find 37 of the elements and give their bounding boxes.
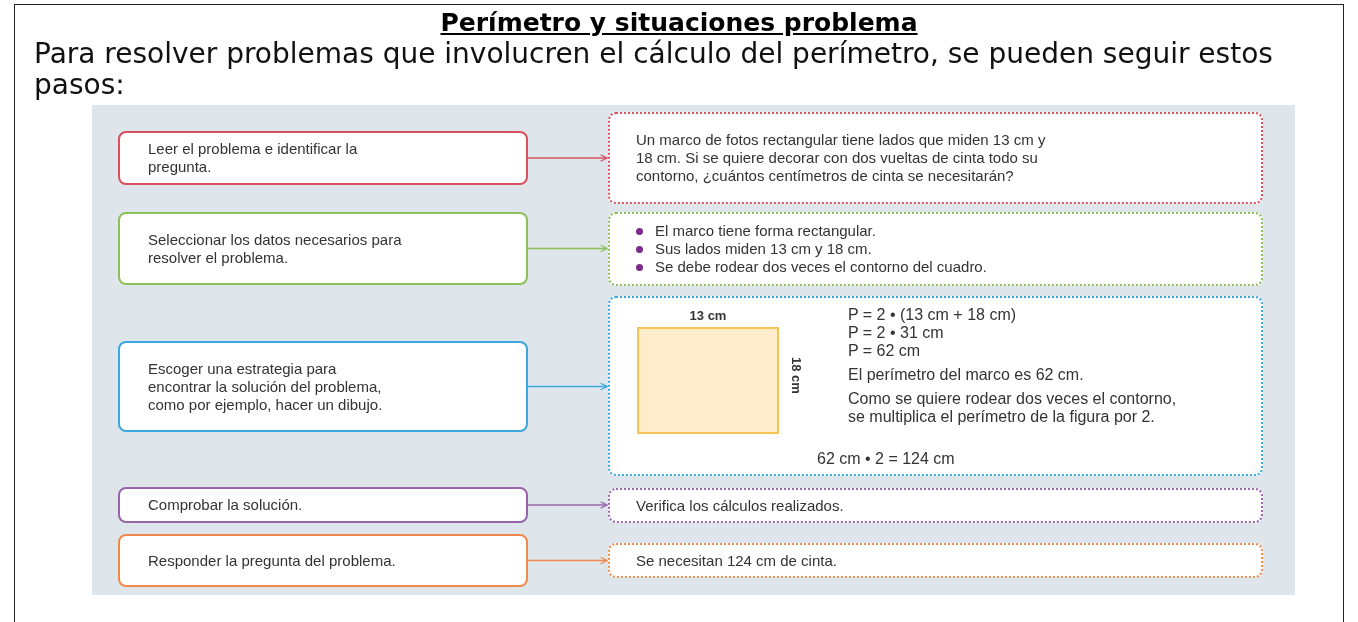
solution-text: P = 2 • (13 cm + 18 cm) <box>848 306 1018 324</box>
solution-text: P = 2 • 31 cm <box>848 324 945 342</box>
box-text: Verifica los cálculos realizados. <box>636 496 845 515</box>
box-text: Leer el problema e identificar la pregunta. <box>148 140 359 176</box>
dimension-label: 13 cm <box>688 307 728 325</box>
box-text: Comprobar la solución. <box>148 496 303 514</box>
example-box <box>608 112 1263 204</box>
arrow <box>527 501 608 509</box>
solution-text: P = 62 cm <box>848 342 922 360</box>
arrow <box>527 244 608 253</box>
title: Perímetro y situaciones problema <box>440 8 918 37</box>
frame-rectangle <box>637 327 779 434</box>
example-box <box>608 212 1263 286</box>
box-text: Responder la pregunta del problema. <box>148 551 396 570</box>
box-text: Un marco de fotos rectangular tiene lados que miden 13 cm y 18 cm. Si se quiere decorar con dos vueltas de cinta todo su contorno, ¿cuántos centímetros de cinta se necesitarán? <box>636 131 1047 185</box>
step-box <box>118 131 528 185</box>
solution-text: 62 cm • 2 = 124 cm <box>817 450 956 468</box>
box-text: Se necesitan 124 cm de cinta. <box>636 551 838 570</box>
intro-text: Para resolver problemas que involucren el cálculo del perímetro, se pueden seguir estos pasos: <box>34 38 1274 100</box>
example-box <box>608 296 1263 476</box>
step-box <box>118 341 528 432</box>
bullet-text: El marco tiene forma rectangular. <box>655 222 876 240</box>
example-box <box>608 543 1263 578</box>
arrow <box>527 154 608 162</box>
bullet-text: Sus lados miden 13 cm y 18 cm. <box>655 240 872 258</box>
box-text: Escoger una estrategia para encontrar la solución del problema, como por ejemplo, hacer un dibujo. <box>148 359 384 414</box>
step-box <box>118 487 528 523</box>
dimension-label: 18 cm <box>788 357 805 394</box>
example-box <box>608 488 1263 523</box>
solution-text: Como se quiere rodear dos veces el contorno, se multiplica el perímetro de la figura por 2. <box>848 390 1178 426</box>
bullet-text: Se debe rodear dos veces el contorno del cuadro. <box>655 258 987 276</box>
arrow <box>527 382 608 391</box>
step-box <box>118 212 528 285</box>
box-text: Seleccionar los datos necesarios para resolver el problema. <box>148 230 403 267</box>
step-box <box>118 534 528 587</box>
arrow <box>527 556 608 565</box>
solution-text: El perímetro del marco es 62 cm. <box>848 366 1085 384</box>
